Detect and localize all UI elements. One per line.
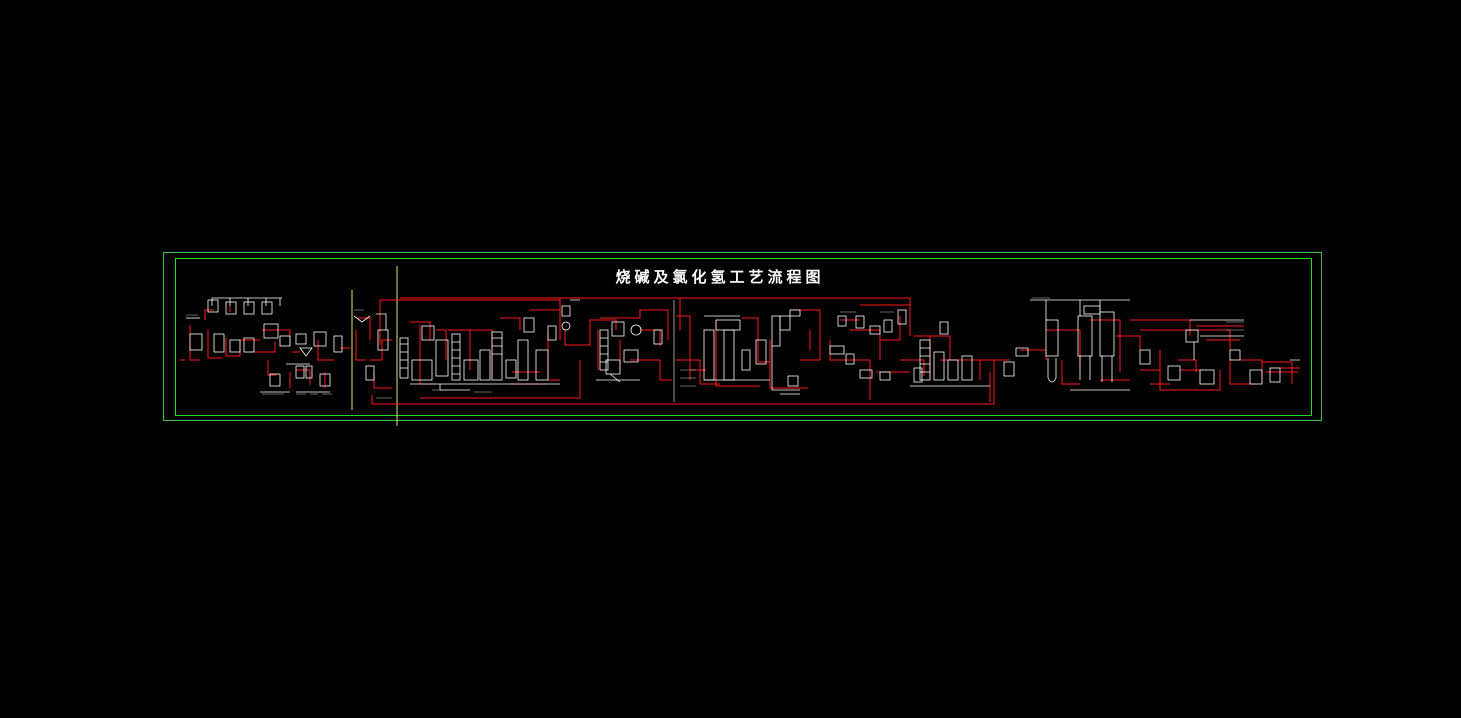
- outer-frame: [163, 252, 1322, 421]
- drawing-title: 烧碱及氯化氢工艺流程图: [615, 268, 825, 286]
- inner-frame: [175, 258, 1312, 416]
- annotation-marks: [186, 297, 1244, 399]
- equipment: [186, 297, 1300, 395]
- process-lines: [180, 297, 1300, 405]
